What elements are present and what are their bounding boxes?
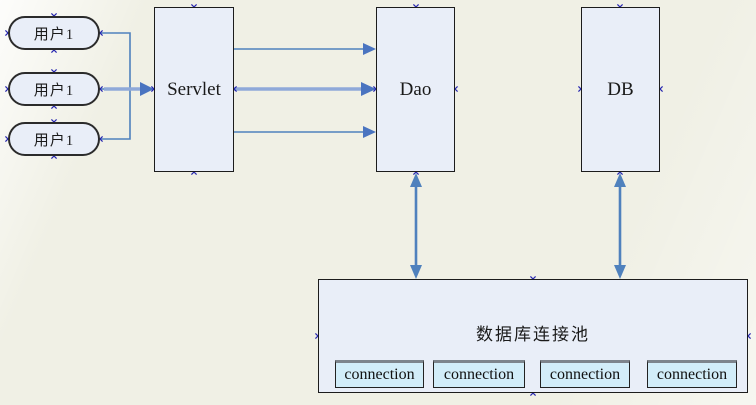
- arrow-dao-to-pool[interactable]: [410, 173, 422, 279]
- node-servlet-label: Servlet: [167, 78, 221, 100]
- node-connection-1[interactable]: connection: [335, 360, 424, 388]
- node-user-2[interactable]: 用户1: [8, 72, 100, 106]
- node-db-label: DB: [607, 78, 634, 100]
- node-user-2-label: 用户1: [33, 82, 75, 99]
- arrow-db-to-pool[interactable]: [614, 173, 626, 279]
- connection-pool-title: 数据库连接池: [476, 325, 590, 344]
- node-connection-3[interactable]: connection: [540, 360, 630, 388]
- node-user-3-label: 用户1: [33, 132, 75, 149]
- node-db[interactable]: DB: [581, 7, 660, 172]
- node-user-3[interactable]: 用户1: [8, 122, 100, 156]
- node-servlet[interactable]: Servlet: [154, 7, 234, 172]
- node-connection-1-label: connection: [344, 366, 415, 383]
- node-user-1-label: 用户1: [33, 26, 75, 43]
- node-dao-label: Dao: [399, 78, 432, 100]
- node-connection-2-label: connection: [443, 366, 515, 383]
- node-connection-4[interactable]: connection: [647, 360, 737, 388]
- node-connection-3-label: connection: [549, 366, 621, 383]
- users-junction-line[interactable]: [100, 32, 131, 140]
- node-connection-2[interactable]: connection: [433, 360, 525, 388]
- arrow-servlet-to-dao-top[interactable]: [234, 43, 376, 55]
- node-user-1[interactable]: 用户1: [8, 16, 100, 50]
- node-connection-4-label: connection: [656, 366, 728, 383]
- node-dao[interactable]: Dao: [376, 7, 455, 172]
- arrow-users-to-servlet[interactable]: [104, 82, 154, 96]
- arrow-servlet-to-dao-middle[interactable]: [234, 82, 376, 96]
- arrow-servlet-to-dao-bottom[interactable]: [234, 126, 376, 138]
